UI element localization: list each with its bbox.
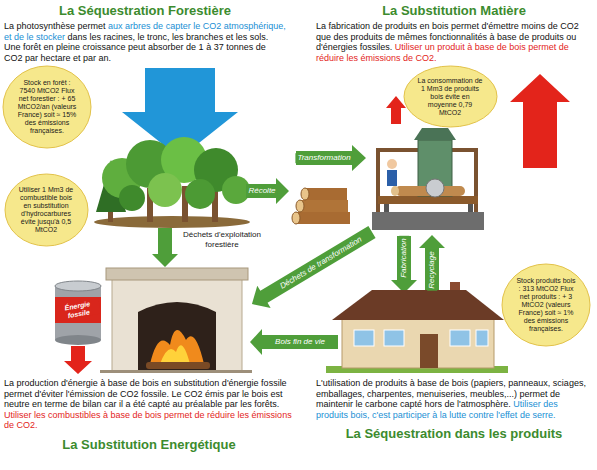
sawmill-illustration <box>372 128 484 230</box>
sawmill-illustration <box>468 204 473 212</box>
forest-illustration <box>119 185 145 211</box>
arrow-label: Recyclage <box>427 249 437 290</box>
log-pile <box>305 188 347 200</box>
fireplace-illustration <box>150 330 204 364</box>
stat-bubble: La consommation de 1 Mm3 de produits boi… <box>403 65 498 128</box>
bubble-shape <box>5 174 88 246</box>
bubble-text: Stock en forêt : 7540 MtCO2 Flux net for… <box>16 79 78 135</box>
text-panel: L'utilisation de produits à base de bois… <box>316 376 592 442</box>
flow-arrow <box>250 329 338 355</box>
text-panel: La production d'énergie à base de bois e… <box>4 376 294 453</box>
bubble-text: Utiliser 1 Mm3 de combustible bois en su… <box>17 186 75 234</box>
bubble-shape <box>404 66 497 127</box>
body-paragraph: La photosynthèse permet aux arbres de ca… <box>4 21 286 63</box>
body-paragraph: La production d'énergie à base de bois e… <box>4 378 294 431</box>
arrow-label: Récolte <box>246 186 277 196</box>
fossil-fuel-drum <box>55 335 101 345</box>
section-title: La Séquestration dans les produits <box>316 426 592 442</box>
flow-arrow <box>152 228 178 267</box>
house-illustration <box>450 330 470 346</box>
stat-bubble: Utiliser 1 Mm3 de combustible bois en su… <box>4 173 89 247</box>
section-title: La Substitution Matière <box>316 3 592 19</box>
sawmill-illustration <box>391 186 399 196</box>
sawmill-illustration <box>372 212 484 230</box>
fireplace-illustration <box>100 370 252 373</box>
house-illustration <box>326 282 508 373</box>
fireplace-illustration <box>146 362 210 369</box>
emission-arrow <box>386 96 406 124</box>
emission-arrow <box>386 96 406 124</box>
body-text: La production d'énergie à base de bois e… <box>4 378 287 409</box>
forest-illustration <box>148 173 182 207</box>
bubble-text: La consommation de 1 Mm3 de produits boi… <box>417 77 483 117</box>
emission-arrow <box>510 74 570 168</box>
sawmill-illustration <box>387 170 397 186</box>
fireplace-illustration <box>100 268 252 373</box>
house-illustration <box>342 318 494 368</box>
section-title: La Séquestration Forestière <box>4 3 286 19</box>
fireplace-illustration <box>112 278 242 372</box>
forest-illustration <box>185 179 215 209</box>
flow-arrow <box>246 178 289 204</box>
log-pile <box>300 200 348 212</box>
fossil-fuel-drum <box>55 281 101 291</box>
bubble-text: Stock produits bois : 313 MtCO2 Flux net… <box>515 277 577 333</box>
body-paragraph: L'utilisation de produits à base de bois… <box>316 378 592 420</box>
house-illustration <box>476 330 488 346</box>
sawmill-illustration <box>384 204 389 212</box>
arrow-label: Bois fin de vie <box>273 337 327 347</box>
body-text: Utiliser les combustibles à base de bois… <box>4 410 292 431</box>
forest-illustration <box>94 137 250 228</box>
arrow-label: Transformation <box>295 153 352 163</box>
sawmill-illustration <box>387 159 397 169</box>
sawmill-illustration <box>378 196 478 204</box>
log-pile <box>292 188 350 224</box>
emission-arrow <box>510 74 570 168</box>
flow-arrow <box>419 235 445 292</box>
log-pile <box>296 200 304 212</box>
stat-bubble: Stock en forêt : 7540 MtCO2 Flux net for… <box>2 65 92 149</box>
arrow-label: Fabrication <box>399 236 409 280</box>
flow-arrow <box>391 235 445 293</box>
body-text: La photosynthèse permet <box>4 21 106 31</box>
arrow-label: Déchets de transformation <box>277 234 366 293</box>
body-paragraph: La fabrication de produits en bois perme… <box>316 21 592 63</box>
flow-arrow <box>391 236 417 293</box>
flow-arrow <box>296 145 366 171</box>
forest-illustration <box>94 216 250 228</box>
fireplace-illustration <box>160 345 190 364</box>
stat-bubble: Stock produits bois : 313 MtCO2 Flux net… <box>501 263 591 347</box>
fossil-fuel-drum <box>55 281 101 374</box>
house-illustration <box>332 290 504 320</box>
text-panel: La Substitution Matière La fabrication de… <box>316 3 592 63</box>
arrow-note: Déchets d'exploitation forestière <box>176 230 268 249</box>
fireplace-illustration <box>106 268 248 280</box>
house-illustration <box>384 330 404 346</box>
log-pile <box>292 212 300 224</box>
fossil-fuel-drum <box>64 346 92 374</box>
house-illustration <box>354 330 374 346</box>
log-pile <box>301 188 309 200</box>
text-panel: La Séquestration Forestière La photosynth… <box>4 3 286 63</box>
house-illustration <box>420 334 438 368</box>
fossil-fuel-drum <box>55 286 101 340</box>
flow-arrow <box>246 178 289 204</box>
flow-arrow <box>250 329 338 355</box>
fossil-fuel-drum <box>55 297 101 323</box>
log-pile <box>296 212 350 224</box>
sawmill-illustration <box>426 179 444 197</box>
bubble-shape <box>502 264 590 346</box>
flow-arrow <box>152 228 178 267</box>
flow-arrow <box>296 145 366 171</box>
sawmill-illustration <box>414 128 456 140</box>
section-title: La Substitution Energétique <box>4 437 294 453</box>
fireplace-illustration <box>138 302 216 370</box>
bubble-shape <box>3 66 91 148</box>
